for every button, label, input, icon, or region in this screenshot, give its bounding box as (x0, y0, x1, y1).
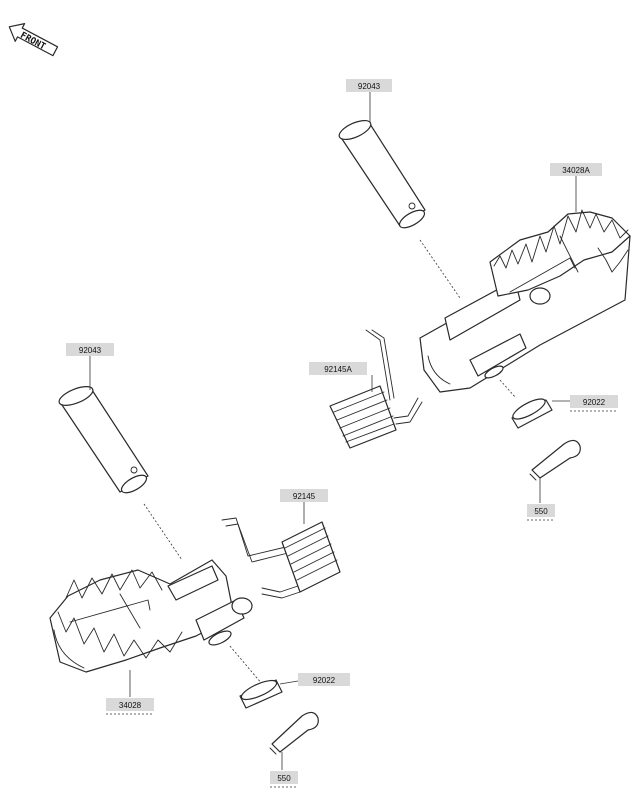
callout-spring-right-label: 92145A (324, 365, 352, 374)
spring-right[interactable] (329, 329, 423, 449)
callout-footpeg-left-label: 34028 (119, 701, 142, 710)
footpeg-left[interactable] (49, 559, 253, 673)
callout-pin-left-label: 92043 (79, 346, 102, 355)
callout-pin-right-label: 92043 (358, 82, 381, 91)
pin-right[interactable] (337, 117, 428, 232)
callout-cotter-right-label: 550 (534, 507, 548, 516)
callout-footpeg-right[interactable]: 34028A (550, 163, 602, 176)
callout-cotter-right[interactable]: 550 (527, 504, 555, 521)
leader-lines (89, 92, 577, 770)
pin-left[interactable] (57, 383, 149, 496)
callout-cotter-left[interactable]: 550 (270, 771, 298, 788)
callout-washer-left-label: 92022 (313, 676, 336, 685)
callout-footpeg-left[interactable]: 34028 (106, 698, 154, 715)
washer-right[interactable] (510, 395, 553, 429)
cotter-pin-right[interactable] (529, 439, 581, 481)
callout-spring-right[interactable]: 92145A (309, 362, 367, 375)
callout-spring-left[interactable]: 92145 (280, 489, 328, 502)
cotter-pin-left[interactable] (269, 711, 319, 755)
callout-footpeg-right-label: 34028A (562, 166, 590, 175)
spring-left[interactable] (221, 517, 341, 599)
callout-washer-right[interactable]: 92022 (570, 395, 618, 412)
callout-washer-left[interactable]: 92022 (298, 673, 350, 686)
callout-washer-right-label: 92022 (583, 398, 606, 407)
callout-cotter-left-label: 550 (277, 774, 291, 783)
front-arrow-icon: FRONT (8, 23, 59, 57)
front-indicator: FRONT (8, 23, 59, 57)
callout-pin-left[interactable]: 92043 (66, 343, 114, 356)
callout-spring-left-label: 92145 (293, 492, 316, 501)
washer-left[interactable] (239, 677, 283, 709)
callout-pin-right[interactable]: 92043 (346, 79, 392, 92)
footpeg-right[interactable] (419, 209, 631, 393)
